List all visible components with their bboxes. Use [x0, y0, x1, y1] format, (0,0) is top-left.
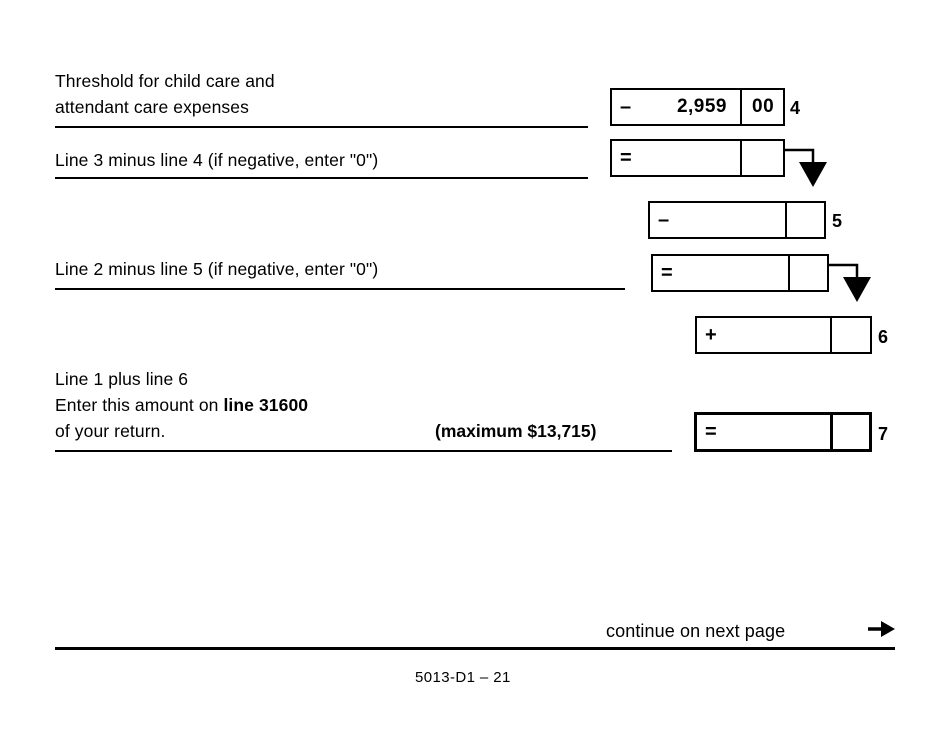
threshold-dollars: 2,959	[676, 96, 727, 117]
line-number-4: 4	[790, 98, 801, 118]
arrow-right-icon	[868, 619, 896, 644]
threshold-cents: 00	[752, 96, 775, 117]
total-label-line3: of your return.	[55, 421, 166, 441]
line3-minus-line4-box[interactable]: =	[610, 139, 785, 177]
add-line6-box[interactable]: +	[695, 316, 872, 354]
line-number-6: 6	[878, 327, 889, 347]
line2-minus-line5-label: Line 2 minus line 5 (if negative, enter …	[55, 259, 379, 279]
connector-arrow-2	[827, 261, 887, 309]
threshold-underline	[55, 126, 588, 128]
cents-divider-4	[740, 90, 742, 124]
equals-operator-7: =	[705, 421, 717, 443]
threshold-label: Threshold for child care and attendant c…	[55, 71, 275, 117]
line-number-5: 5	[832, 211, 843, 231]
cents-divider-5	[785, 203, 787, 237]
line2-minus-line5-box[interactable]: =	[651, 254, 829, 292]
equals-operator-3minus4: =	[620, 147, 632, 169]
form-identifier: 5013-D1 – 21	[415, 669, 511, 686]
minus-operator-4: –	[620, 96, 632, 118]
continue-next-page-text: continue on next page	[606, 621, 786, 641]
total-underline	[55, 450, 672, 452]
total-line7-box[interactable]: =	[694, 412, 872, 452]
maximum-note: (maximum $13,715)	[435, 421, 597, 441]
line2-minus-line5-underline	[55, 288, 625, 290]
plus-operator-6: +	[705, 324, 717, 346]
cents-divider-2minus5	[788, 256, 790, 290]
line3-minus-line4-label: Line 3 minus line 4 (if negative, enter …	[55, 150, 379, 170]
minus-operator-5: –	[658, 209, 670, 231]
subtract-line5-box[interactable]: –	[648, 201, 826, 239]
cents-divider-6	[830, 318, 832, 352]
line-number-7: 7	[878, 424, 889, 444]
cents-divider-3minus4	[740, 141, 742, 175]
total-label-line2-prefix: Enter this amount on	[55, 395, 224, 415]
total-label-line1: Line 1 plus line 6	[55, 369, 189, 389]
threshold-amount-box[interactable]: – 2,959 00	[610, 88, 785, 126]
line-31600-reference: line 31600	[223, 395, 309, 415]
connector-arrow-1	[783, 146, 843, 194]
total-label-line2: Enter this amount on line 31600	[55, 392, 475, 418]
equals-operator-2minus5: =	[661, 262, 673, 284]
line3-minus-line4-underline	[55, 177, 588, 179]
footer-divider	[55, 647, 895, 650]
cents-divider-7	[830, 415, 833, 449]
